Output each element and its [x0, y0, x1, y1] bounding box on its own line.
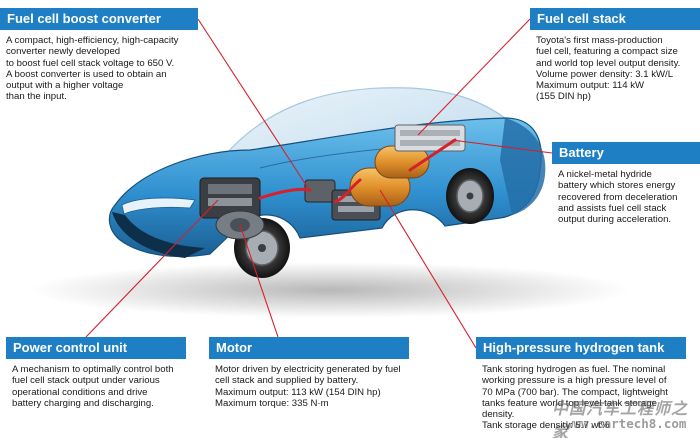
description-line: and world top level output density.	[536, 57, 681, 69]
description-line: (155 DIN hp)	[536, 91, 591, 103]
description-line: Toyota's first mass-production	[536, 35, 663, 46]
description-line: operational conditions and drive	[12, 386, 148, 398]
description-line: A nickel-metal hydride	[558, 169, 652, 180]
description-line: battery charging and discharging.	[12, 397, 154, 409]
description-line: tanks feature world top level tank stora…	[482, 397, 657, 409]
description-line: A compact, high-efficiency, high-capacit…	[6, 35, 179, 46]
description-line: Tank storing hydrogen as fuel. The nomin…	[482, 364, 666, 375]
description-line: 70 MPa (700 bar). The compact, lightweig…	[482, 386, 668, 398]
callout-motor: Motor Motor driven by electricity genera…	[209, 337, 409, 409]
callout-description: Tank storing hydrogen as fuel. The nomin…	[476, 359, 686, 432]
description-line: working pressure is a high pressure leve…	[482, 375, 667, 387]
hydrogen-tank-component	[349, 145, 430, 207]
description-line: Maximum output: 113 kW (154 DIN hp)	[215, 386, 381, 398]
description-line: Motor driven by electricity generated by…	[215, 364, 401, 375]
callout-title: Fuel cell boost converter	[0, 8, 198, 30]
description-line: converter newly developed	[6, 46, 121, 58]
headlight	[121, 197, 196, 215]
callout-title: Fuel cell stack	[530, 8, 700, 30]
battery-component	[394, 124, 466, 152]
description-line: recovered from deceleration	[558, 191, 678, 203]
car-front-grille	[112, 212, 205, 258]
callout-description: A compact, high-efficiency, high-capacit…	[0, 30, 198, 103]
description-line: A mechanism to optimally control both	[12, 364, 174, 375]
watermark-text: 中国汽车工程师之家	[552, 399, 689, 438]
watermark-url: www.cartech8.com	[566, 416, 687, 431]
ground-shadow	[30, 262, 630, 318]
callout-high-pressure-hydrogen-tank: High-pressure hydrogen tank Tank storing…	[476, 337, 686, 432]
callout-title: Motor	[209, 337, 409, 359]
description-line: output with a higher voltage	[6, 80, 124, 92]
description-line: output during acceleration.	[558, 214, 672, 226]
callout-power-control-unit: Power control unit A mechanism to optima…	[6, 337, 186, 409]
description-line: fuel cell, featuring a compact size	[536, 46, 678, 58]
callout-battery: Battery A nickel-metal hydride battery w…	[552, 142, 700, 225]
callout-description: A nickel-metal hydride battery which sto…	[552, 164, 700, 225]
car-rear	[500, 118, 546, 215]
description-line: Tank storage density: 5.7 wt%	[482, 420, 610, 432]
callout-description: A mechanism to optimally control both fu…	[6, 359, 186, 409]
rear-wheel	[446, 168, 494, 224]
callout-fuel-cell-stack: Fuel cell stack Toyota's first mass-prod…	[530, 8, 700, 103]
callout-title: Power control unit	[6, 337, 186, 359]
description-line: density.	[482, 409, 515, 421]
description-line: fuel cell stack output under various	[12, 375, 160, 387]
description-line: Maximum torque: 335 N·m	[215, 397, 329, 409]
description-line: Maximum output: 114 kW	[536, 80, 645, 92]
hv-cabling	[258, 138, 457, 204]
callout-description: Motor driven by electricity generated by…	[209, 359, 409, 409]
description-line: cell stack and supplied by battery.	[215, 375, 359, 387]
description-line: than the input.	[6, 91, 67, 103]
callout-fuel-cell-boost-converter: Fuel cell boost converter A compact, hig…	[0, 8, 198, 103]
description-line: Volume power density: 3.1 kW/L	[536, 68, 674, 80]
description-line: to boost fuel cell stack voltage to 650 …	[6, 57, 175, 69]
description-line: A boost converter is used to obtain an	[6, 68, 167, 80]
callout-title: High-pressure hydrogen tank	[476, 337, 686, 359]
description-line: battery which stores energy	[558, 180, 676, 192]
callout-title: Battery	[552, 142, 700, 164]
callout-description: Toyota's first mass-production fuel cell…	[530, 30, 700, 103]
callout-leader-lines	[85, 18, 553, 349]
description-line: and assists fuel cell stack	[558, 202, 667, 214]
